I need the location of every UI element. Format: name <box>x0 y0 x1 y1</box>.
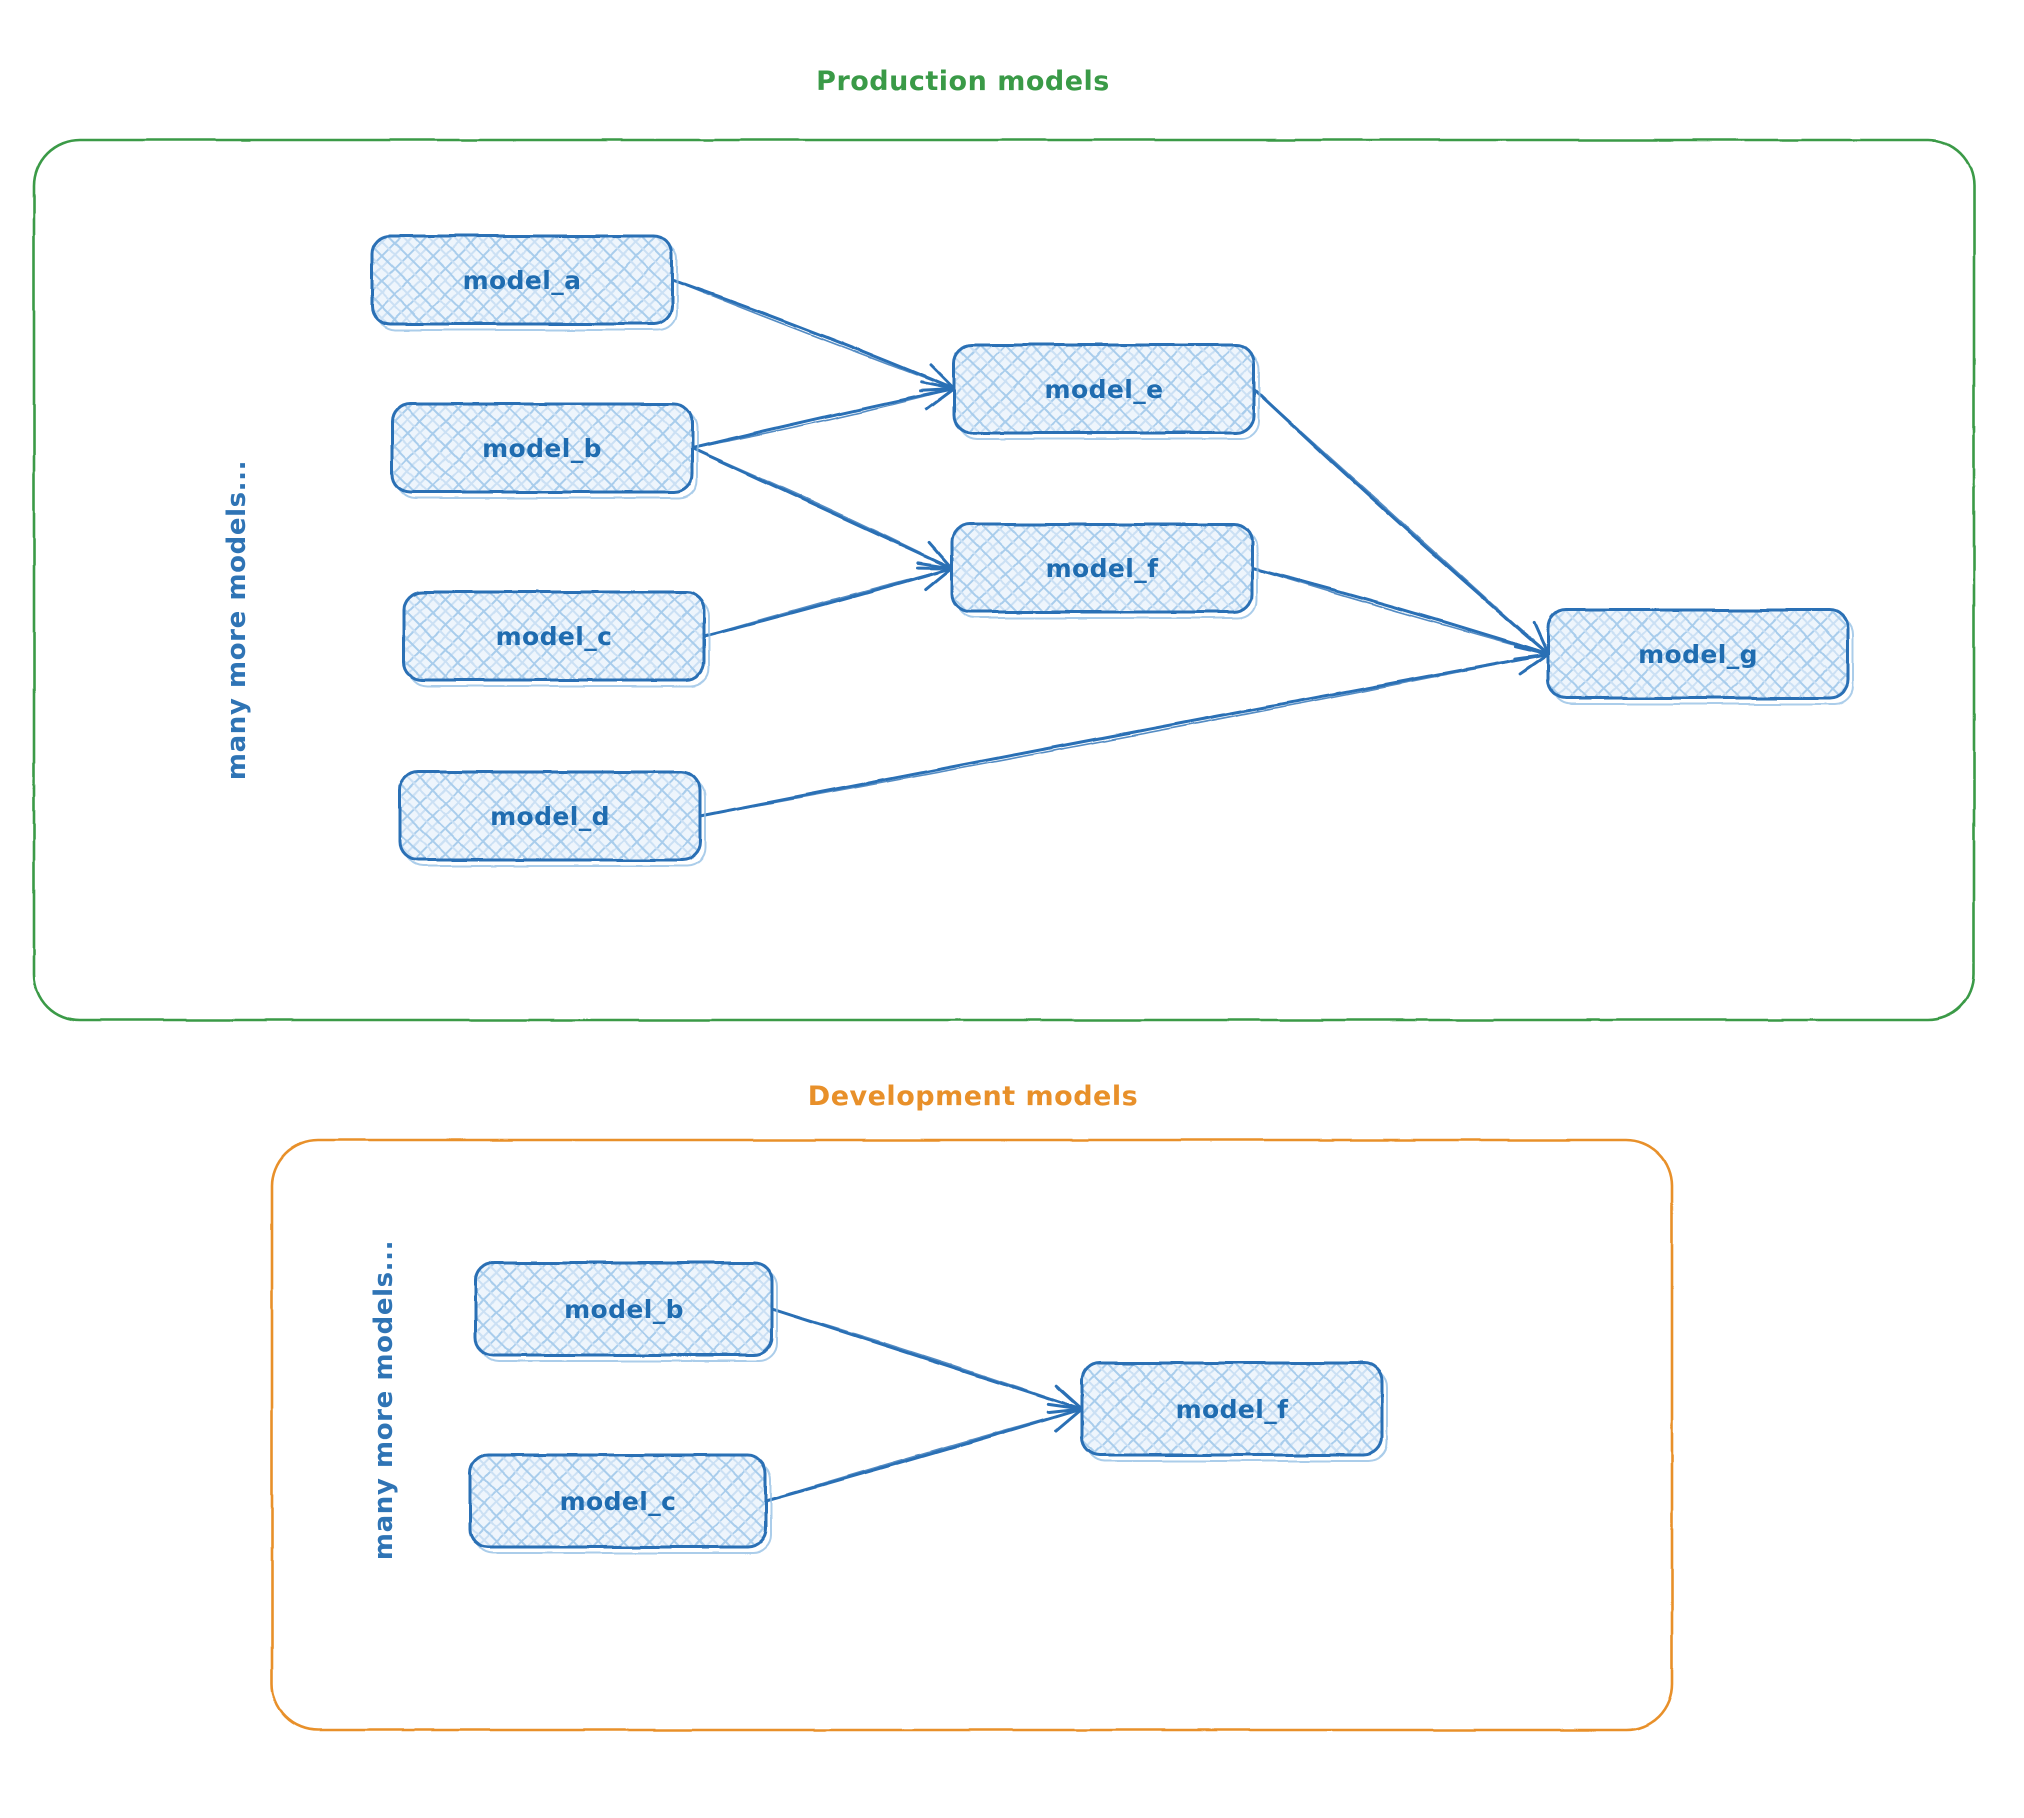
edge-line <box>771 1308 1083 1410</box>
node-border <box>402 590 706 682</box>
node-fill <box>400 772 700 860</box>
edge-line <box>670 278 956 391</box>
node-model_g[interactable]: model_g <box>1546 608 1854 705</box>
group-containers <box>32 138 1976 1732</box>
edge-line <box>698 652 1550 818</box>
edge-line <box>691 388 955 449</box>
nodes: model_a model_b model_c model_d model_emodel… <box>370 234 1854 1554</box>
edge-line <box>1253 388 1549 655</box>
node-border <box>1080 1361 1384 1457</box>
node-label: model_b <box>564 1295 684 1324</box>
node-fill <box>476 1263 772 1355</box>
edge-line <box>1252 387 1550 656</box>
edge-model_a-to-model_e <box>670 278 956 393</box>
edge-line <box>690 446 954 570</box>
node-label: model_f <box>1046 554 1160 583</box>
edge-line <box>764 1407 1084 1503</box>
edge-line <box>765 1408 1083 1502</box>
edge-line <box>702 566 954 638</box>
edges <box>670 278 1550 1503</box>
node-border <box>390 402 694 494</box>
group-side-label-development: many more models... <box>369 1240 399 1560</box>
edge-model_c-to-model_f <box>702 561 954 638</box>
node-model_d[interactable]: model_d <box>398 770 706 867</box>
edge-model_b-to-model_f <box>690 446 954 570</box>
edge-model_e-to-model_g <box>1252 387 1550 656</box>
node-fill <box>1082 1363 1382 1455</box>
node-fill <box>404 592 704 680</box>
node-border <box>474 1261 774 1357</box>
node-fill <box>372 236 672 324</box>
node-border <box>950 522 1254 614</box>
edge-model_c-to-model_f <box>764 1402 1084 1503</box>
node-fill <box>952 524 1252 612</box>
node-model_e[interactable]: model_e <box>952 343 1260 440</box>
node-border <box>370 234 674 326</box>
edge-line <box>1250 566 1550 656</box>
node-fill <box>954 345 1254 433</box>
group-container-production <box>32 138 1976 1022</box>
node-model_c[interactable]: model_c <box>402 590 710 687</box>
node-label: model_f <box>1176 1395 1290 1424</box>
edge-line <box>770 1307 1084 1411</box>
node-border <box>468 1453 768 1549</box>
node-border <box>1546 608 1850 700</box>
edge-line <box>671 279 955 390</box>
edge-line <box>690 387 956 450</box>
node-model_a[interactable]: model_a <box>370 234 678 331</box>
node-fill <box>1548 610 1848 698</box>
group-container-development <box>270 1138 1674 1732</box>
edge-model_b-to-model_f <box>770 1307 1084 1415</box>
group-side-label-production: many more models... <box>222 460 252 780</box>
node-model_f[interactable]: model_f <box>950 522 1258 619</box>
group-labels: Production models many more models... Deve… <box>222 66 1138 1560</box>
node-label: model_a <box>463 266 582 295</box>
node-model_c[interactable]: model_c <box>468 1453 772 1554</box>
node-model_f[interactable]: model_f <box>1080 1361 1388 1462</box>
edge-line <box>691 447 953 569</box>
node-label: model_g <box>1638 640 1758 669</box>
node-label: model_c <box>496 622 613 651</box>
node-model_b[interactable]: model_b <box>474 1261 778 1362</box>
node-border <box>398 770 702 862</box>
edge-line <box>703 567 953 637</box>
node-label: model_c <box>560 1487 677 1516</box>
node-fill <box>392 404 692 492</box>
group-title-production: Production models <box>816 66 1110 97</box>
edge-line <box>1251 567 1549 655</box>
edge-model_b-to-model_e <box>690 380 956 450</box>
node-fill <box>470 1455 766 1547</box>
edge-line <box>699 653 1549 817</box>
node-label: model_d <box>490 802 610 831</box>
group-title-development: Development models <box>808 1081 1138 1112</box>
node-model_b[interactable]: model_b <box>390 402 698 499</box>
edge-model_d-to-model_g <box>698 644 1550 818</box>
node-label: model_b <box>482 434 602 463</box>
node-label: model_e <box>1045 375 1164 404</box>
node-border <box>952 343 1256 435</box>
